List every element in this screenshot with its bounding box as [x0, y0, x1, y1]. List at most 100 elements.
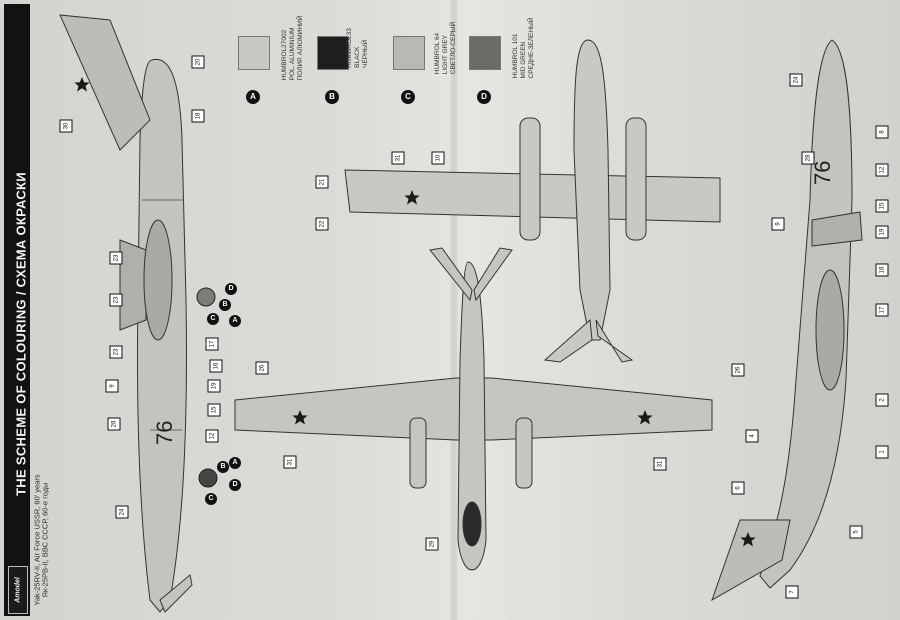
- svg-text:16: 16: [214, 362, 220, 369]
- colour-code-badge: B: [219, 299, 231, 311]
- svg-text:21: 21: [320, 178, 326, 185]
- svg-text:26: 26: [260, 364, 266, 371]
- wheel-left-lower: [198, 468, 218, 488]
- svg-text:2: 2: [880, 398, 886, 402]
- callout-20: 16: [209, 359, 223, 373]
- callout-6: 10: [431, 151, 445, 165]
- callout-33: 4: [745, 429, 759, 443]
- callout-27: 9: [771, 217, 785, 231]
- side-number-right: 76: [810, 161, 835, 185]
- badge-c: C: [401, 90, 415, 104]
- callout-3: 21: [315, 175, 329, 189]
- callout-34: 1: [875, 445, 889, 459]
- svg-text:22: 22: [320, 220, 326, 227]
- colour-code-badge: A: [229, 315, 241, 327]
- svg-text:9: 9: [776, 222, 782, 226]
- callout-14: 29: [425, 537, 439, 551]
- callout-5: 31: [391, 151, 405, 165]
- side-number-left: 76: [152, 421, 177, 445]
- colour-code-badge: D: [225, 283, 237, 295]
- svg-text:8: 8: [880, 130, 886, 134]
- badge-b: B: [325, 90, 339, 104]
- callout-17: 26: [731, 363, 745, 377]
- callout-10: 9: [105, 379, 119, 393]
- svg-text:12: 12: [210, 432, 216, 439]
- svg-text:28: 28: [806, 154, 812, 161]
- callout-4: 22: [315, 217, 329, 231]
- svg-text:18: 18: [196, 112, 202, 119]
- callout-36: 5: [849, 525, 863, 539]
- callout-22: 15: [207, 403, 221, 417]
- swatch-b: [317, 36, 349, 70]
- svg-text:20: 20: [196, 58, 202, 65]
- badge-a: A: [246, 90, 260, 104]
- callout-31: 17: [875, 303, 889, 317]
- svg-text:23: 23: [114, 348, 120, 355]
- colour-code-badge: B: [217, 461, 229, 473]
- svg-text:30: 30: [64, 122, 70, 129]
- callout-8: 23: [109, 293, 123, 307]
- callout-32: 2: [875, 393, 889, 407]
- callout-37: 7: [785, 585, 799, 599]
- svg-text:29: 29: [430, 540, 436, 547]
- callout-30: 18: [875, 263, 889, 277]
- callout-25: 28: [801, 151, 815, 165]
- svg-text:17: 17: [210, 340, 216, 347]
- wing-view-top: [344, 39, 721, 363]
- svg-text:23: 23: [114, 254, 120, 261]
- callout-28: 15: [875, 199, 889, 213]
- swatch-a: [238, 36, 270, 70]
- svg-text:24: 24: [120, 508, 126, 515]
- red-star-tail-left: [74, 77, 90, 92]
- callout-16: 31: [283, 455, 297, 469]
- svg-text:15: 15: [212, 406, 218, 413]
- callout-24: 8: [875, 125, 889, 139]
- swatch-c: [393, 36, 425, 70]
- callout-35: 6: [731, 481, 745, 495]
- side-view-right: [711, 39, 863, 602]
- svg-text:12: 12: [880, 166, 886, 173]
- callout-23: 24: [789, 73, 803, 87]
- svg-text:10: 10: [436, 154, 442, 161]
- callout-26: 12: [875, 163, 889, 177]
- title-bar: THE SCHEME OF COLOURING / СХЕМА ОКРАСКИ: [4, 4, 30, 616]
- svg-text:7: 7: [790, 590, 796, 594]
- callout-19: 17: [205, 337, 219, 351]
- side-view-left: [59, 14, 193, 613]
- badge-d: D: [477, 90, 491, 104]
- callout-29: 19: [875, 225, 889, 239]
- callout-21: 19: [207, 379, 221, 393]
- callout-18: 31: [653, 457, 667, 471]
- svg-text:5: 5: [854, 530, 860, 534]
- svg-text:31: 31: [288, 458, 294, 465]
- wheel-left-upper: [196, 287, 216, 307]
- svg-text:23: 23: [114, 296, 120, 303]
- svg-text:24: 24: [794, 76, 800, 83]
- svg-text:31: 31: [396, 154, 402, 161]
- callout-7: 23: [109, 251, 123, 265]
- svg-text:6: 6: [736, 486, 742, 490]
- callout-12: 12: [205, 429, 219, 443]
- callout-1: 30: [59, 119, 73, 133]
- callout-13: 24: [115, 505, 129, 519]
- colour-code-badge: C: [205, 493, 217, 505]
- svg-text:9: 9: [110, 384, 116, 388]
- svg-text:15: 15: [880, 202, 886, 209]
- page-fold: [450, 0, 458, 620]
- swatch-d: [469, 36, 501, 70]
- callout-2: 18: [191, 109, 205, 123]
- colour-code-badge: A: [229, 457, 241, 469]
- svg-text:18: 18: [880, 266, 886, 273]
- svg-text:17: 17: [880, 306, 886, 313]
- svg-text:28: 28: [112, 420, 118, 427]
- callout-11: 28: [107, 417, 121, 431]
- plan-view-center: [234, 247, 713, 571]
- brand-logo: Amodel: [8, 566, 28, 614]
- svg-text:1: 1: [880, 450, 886, 454]
- svg-text:4: 4: [750, 434, 756, 438]
- svg-text:26: 26: [736, 366, 742, 373]
- callout-15: 26: [255, 361, 269, 375]
